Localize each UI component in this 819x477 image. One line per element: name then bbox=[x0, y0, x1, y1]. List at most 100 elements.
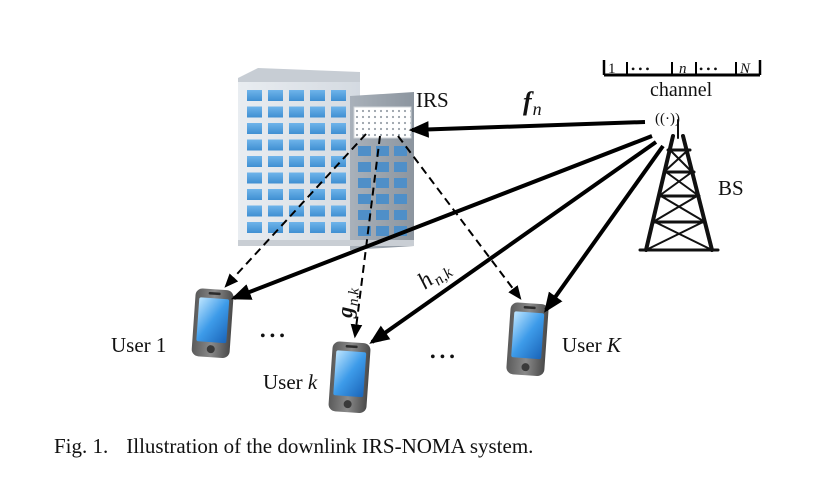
building-window bbox=[268, 222, 283, 233]
building-window bbox=[358, 162, 371, 172]
building-window bbox=[310, 205, 325, 217]
building-window bbox=[376, 178, 389, 188]
building-window bbox=[268, 205, 283, 217]
irs-label: IRS bbox=[416, 88, 449, 112]
arrow-bs-to-user-1 bbox=[230, 134, 653, 300]
building-window bbox=[247, 205, 262, 217]
arrow-irs-to-user-k bbox=[350, 135, 381, 339]
building-window bbox=[289, 90, 304, 101]
building-window bbox=[310, 139, 325, 151]
building-window bbox=[247, 90, 262, 101]
building-window bbox=[358, 226, 371, 236]
arrow-irs-to-user-K bbox=[397, 135, 522, 300]
signal-waves-icon: ((·)) bbox=[655, 111, 680, 127]
h-nk-label: hn,k bbox=[413, 254, 457, 297]
building-window bbox=[331, 90, 346, 101]
arrow-bs-to-user-K bbox=[544, 144, 665, 313]
caption-text: Illustration of the downlink IRS-NOMA sy… bbox=[126, 434, 534, 458]
building-window bbox=[289, 156, 304, 167]
building-window bbox=[289, 205, 304, 217]
building-window bbox=[268, 156, 283, 167]
building-window bbox=[358, 178, 371, 188]
building-window bbox=[310, 172, 325, 184]
building-window bbox=[376, 162, 389, 172]
building-window bbox=[289, 222, 304, 233]
building-window bbox=[310, 106, 325, 118]
irs-panel bbox=[353, 106, 412, 139]
building-window bbox=[310, 189, 325, 200]
phone-user-1 bbox=[191, 288, 234, 359]
channel-dots-2: • • • bbox=[699, 62, 718, 76]
building-window bbox=[394, 178, 407, 188]
ellipsis-left: • • • bbox=[260, 328, 285, 345]
phone-user-K bbox=[506, 302, 549, 377]
building-window bbox=[247, 106, 262, 118]
building-window bbox=[358, 146, 371, 156]
building-window bbox=[268, 123, 283, 134]
building-window bbox=[394, 226, 407, 236]
building-icon bbox=[238, 68, 414, 250]
building-window bbox=[376, 226, 389, 236]
channel-strip: 1 • • • n • • • N bbox=[602, 60, 762, 77]
channel-label: channel bbox=[650, 79, 713, 101]
building-window bbox=[268, 90, 283, 101]
building-window bbox=[331, 189, 346, 200]
building-window bbox=[289, 106, 304, 118]
building-window bbox=[331, 156, 346, 167]
building-window bbox=[376, 146, 389, 156]
building-window bbox=[289, 123, 304, 134]
ellipsis-right: • • • bbox=[430, 349, 455, 366]
building-window bbox=[394, 210, 407, 220]
bs-links bbox=[230, 120, 665, 344]
building-window bbox=[331, 123, 346, 134]
user-k-label: User k bbox=[263, 370, 318, 394]
building-window bbox=[247, 156, 262, 167]
building-window bbox=[310, 90, 325, 101]
bs-tower-icon: ((·)) bbox=[638, 111, 720, 252]
building-window bbox=[331, 139, 346, 151]
figure-caption: Fig. 1. Illustration of the downlink IRS-… bbox=[54, 434, 533, 459]
building-window bbox=[289, 172, 304, 184]
building-window bbox=[394, 146, 407, 156]
f-n-label: fn bbox=[523, 87, 542, 119]
phone-user-k bbox=[328, 341, 371, 414]
irs-links bbox=[224, 133, 522, 339]
building-window bbox=[268, 172, 283, 184]
building-window bbox=[247, 172, 262, 184]
channel-dots-1: • • • bbox=[631, 62, 650, 76]
building-window bbox=[358, 210, 371, 220]
building-window bbox=[394, 194, 407, 204]
building-window bbox=[376, 194, 389, 204]
building-window bbox=[331, 106, 346, 118]
building-window bbox=[331, 205, 346, 217]
figure-number: Fig. 1. bbox=[54, 434, 109, 458]
building-window bbox=[247, 189, 262, 200]
building-window bbox=[310, 156, 325, 167]
user-K-label: User K bbox=[562, 333, 622, 357]
user-1-label: User 1 bbox=[111, 333, 166, 357]
building-window bbox=[268, 106, 283, 118]
building-window bbox=[247, 139, 262, 151]
building-window bbox=[331, 172, 346, 184]
channel-slot-last: N bbox=[739, 61, 751, 77]
building-window bbox=[247, 222, 262, 233]
building-window bbox=[247, 123, 262, 134]
g-nk-label: gn,k bbox=[332, 287, 363, 320]
building-window bbox=[394, 162, 407, 172]
channel-slot-first: 1 bbox=[608, 61, 616, 77]
building-window bbox=[289, 139, 304, 151]
building-window bbox=[268, 189, 283, 200]
building-window bbox=[331, 222, 346, 233]
channel-slot-mid: n bbox=[679, 61, 687, 77]
building-window bbox=[376, 210, 389, 220]
building-window bbox=[310, 222, 325, 233]
arrow-irs-to-user-1 bbox=[224, 133, 367, 288]
building-window bbox=[289, 189, 304, 200]
arrow-bs-to-irs bbox=[408, 120, 646, 138]
building-window bbox=[268, 139, 283, 151]
building-window bbox=[358, 194, 371, 204]
bs-label: BS bbox=[718, 176, 744, 200]
building-window bbox=[310, 123, 325, 134]
arrow-bs-to-user-k bbox=[369, 140, 658, 344]
